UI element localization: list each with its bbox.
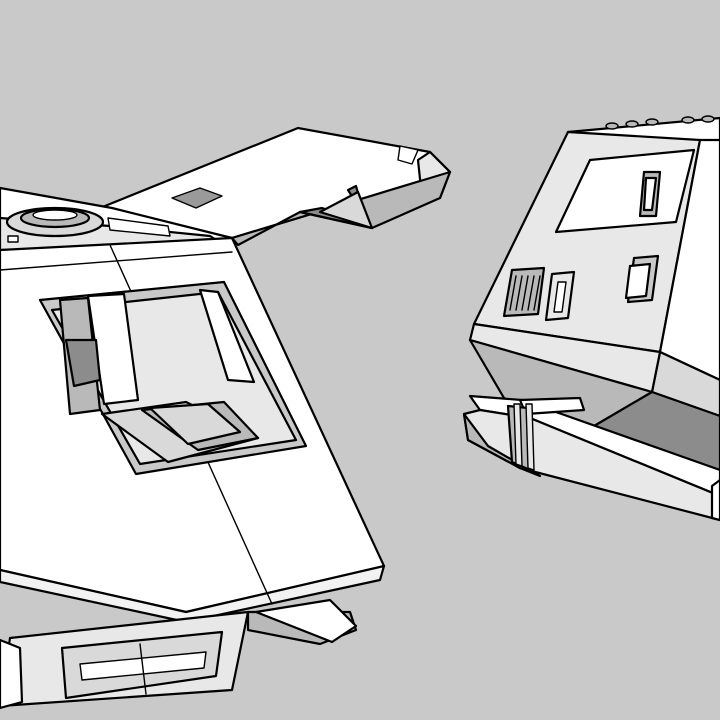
right-shuttle-details <box>502 170 662 322</box>
left-shuttle-model <box>0 126 452 710</box>
left-shuttle-undercarriage <box>0 598 358 710</box>
left-shuttle-roof <box>0 186 234 262</box>
left-shuttle-nacelle <box>98 126 452 247</box>
left-shuttle-window <box>38 280 308 476</box>
right-shuttle-nacelle <box>462 394 720 522</box>
right-shuttle-model <box>462 115 720 522</box>
